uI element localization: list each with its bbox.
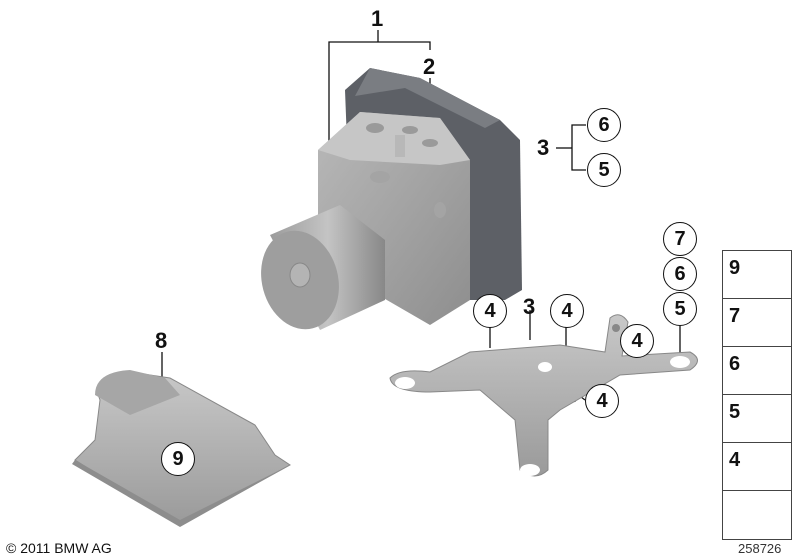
callout-circle-6-stack[interactable]: 6	[663, 257, 697, 291]
legend-number: 7	[729, 305, 741, 327]
callout-circle-4-b[interactable]: 4	[550, 294, 584, 328]
catalog-number: 258726	[738, 541, 782, 556]
callout-8[interactable]: 8	[155, 328, 168, 353]
legend-item-4[interactable]: 4	[723, 443, 791, 491]
legend-number: 9	[729, 257, 741, 279]
callout-circle-7[interactable]: 7	[663, 222, 697, 256]
hardware-legend: 9 7 6 5 4	[722, 250, 792, 540]
callout-3-bracket[interactable]: 3	[523, 294, 536, 319]
callout-circle-6[interactable]: 6	[587, 108, 621, 142]
callout-1[interactable]: 1	[371, 6, 384, 31]
legend-number: 5	[729, 401, 741, 423]
legend-item-5[interactable]: 5	[723, 395, 791, 443]
bracket-drawing	[389, 314, 698, 477]
callout-circle-5[interactable]: 5	[587, 153, 621, 187]
callout-2[interactable]: 2	[423, 54, 436, 79]
callout-circle-9[interactable]: 9	[161, 442, 195, 476]
copyright-text: © 2011 BMW AG	[6, 540, 112, 556]
legend-number: 6	[729, 353, 741, 375]
callout-circle-4-c[interactable]: 4	[620, 324, 654, 358]
pump-motor-drawing	[261, 205, 385, 330]
legend-number: 4	[729, 449, 741, 471]
legend-navigation-arrow[interactable]	[723, 491, 791, 539]
legend-item-7[interactable]: 7	[723, 299, 791, 347]
callout-circle-5-stack[interactable]: 5	[663, 292, 697, 326]
callout-3-group[interactable]: 3	[537, 135, 550, 160]
legend-item-6[interactable]: 6	[723, 347, 791, 395]
callout-circle-4-a[interactable]: 4	[473, 294, 507, 328]
legend-item-9[interactable]: 9	[723, 251, 791, 299]
callout-circle-4-d[interactable]: 4	[585, 384, 619, 418]
